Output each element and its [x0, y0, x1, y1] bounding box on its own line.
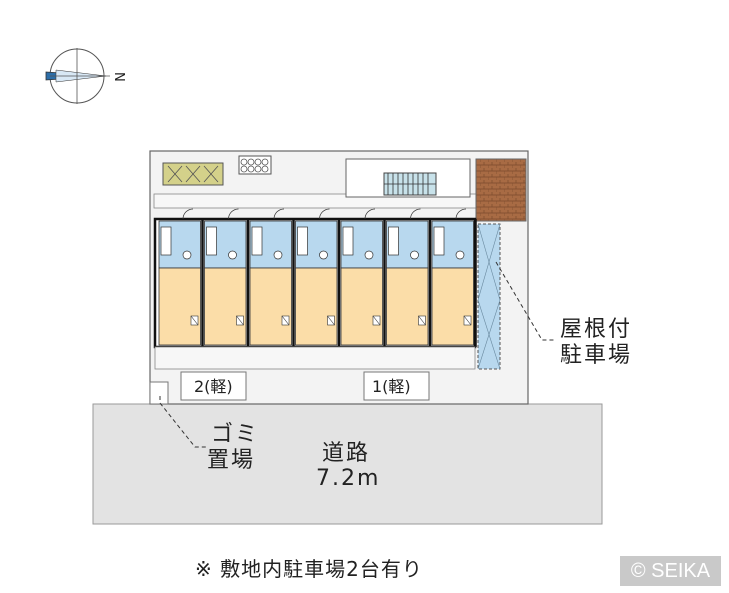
- unit-4-kitchen: [297, 226, 308, 256]
- unit-5-closet-mark: [372, 315, 381, 326]
- parking-space-2: [180, 371, 247, 401]
- unit-6-living: [386, 267, 429, 346]
- road-label: 道路: [322, 441, 371, 466]
- unit-7-toilet: [455, 250, 465, 260]
- unit-3-closet-mark: [281, 315, 290, 326]
- unit-4-living: [295, 267, 338, 346]
- covered-parking-strip: [477, 223, 501, 370]
- unit-1-kitchen: [160, 226, 172, 256]
- unit-7-kitchen: [433, 226, 445, 256]
- unit-4-toilet: [319, 250, 328, 260]
- unit-1-living: [158, 267, 201, 346]
- watermark: © SEIKA: [620, 556, 721, 586]
- garbage-leader: [159, 396, 208, 448]
- unit-6-toilet: [410, 250, 419, 260]
- compass-north-label: N: [111, 72, 126, 82]
- unit-3-living: [249, 267, 292, 346]
- parking-note: ※ 敷地内駐車場2台有り: [195, 557, 423, 581]
- parking-1-label: 1(軽): [372, 377, 411, 396]
- unit-5-door: [364, 208, 376, 220]
- covered-parking-label-2: 駐車場: [560, 343, 633, 368]
- road-width-label: 7.2m: [316, 466, 381, 491]
- unit-7-living: [431, 267, 474, 346]
- parking-space-1: [363, 371, 430, 401]
- unit-6-closet-mark: [418, 315, 426, 326]
- road-area: [92, 403, 603, 525]
- unit-5-living: [340, 267, 383, 346]
- unit-2-door: [228, 208, 239, 220]
- garbage-label-1: ゴミ: [211, 422, 260, 447]
- garbage-label-2: 置場: [207, 448, 256, 473]
- unit-3-kitchen: [251, 226, 263, 256]
- compass-icon: [45, 48, 110, 104]
- unit-2-kitchen: [206, 226, 217, 256]
- unit-2-living: [204, 267, 247, 346]
- unit-5-kitchen: [342, 226, 354, 256]
- unit-1-door: [182, 208, 194, 220]
- unit-3-toilet: [273, 250, 283, 260]
- garbage-area: [149, 381, 169, 405]
- unit-6-door: [410, 208, 421, 220]
- unit-1-toilet: [182, 250, 192, 260]
- unit-6-kitchen: [388, 226, 399, 256]
- brick-area: [475, 158, 527, 222]
- unit-2-toilet: [228, 250, 237, 260]
- unit-7-door: [455, 208, 467, 220]
- unit-2-closet-mark: [236, 315, 244, 326]
- unit-1-closet-mark: [190, 315, 199, 326]
- apartment-units: [158, 208, 477, 348]
- unit-5-toilet: [364, 250, 374, 260]
- front-walkway: [154, 346, 476, 370]
- parking-2-label: 2(軽): [194, 377, 233, 396]
- covered-parking-label-1: 屋根付: [560, 317, 633, 342]
- covered-parking-leader: [495, 261, 556, 341]
- unit-7-closet-mark: [463, 315, 472, 326]
- unit-4-door: [319, 208, 330, 220]
- unit-4-closet-mark: [327, 315, 335, 326]
- unit-3-door: [273, 208, 285, 220]
